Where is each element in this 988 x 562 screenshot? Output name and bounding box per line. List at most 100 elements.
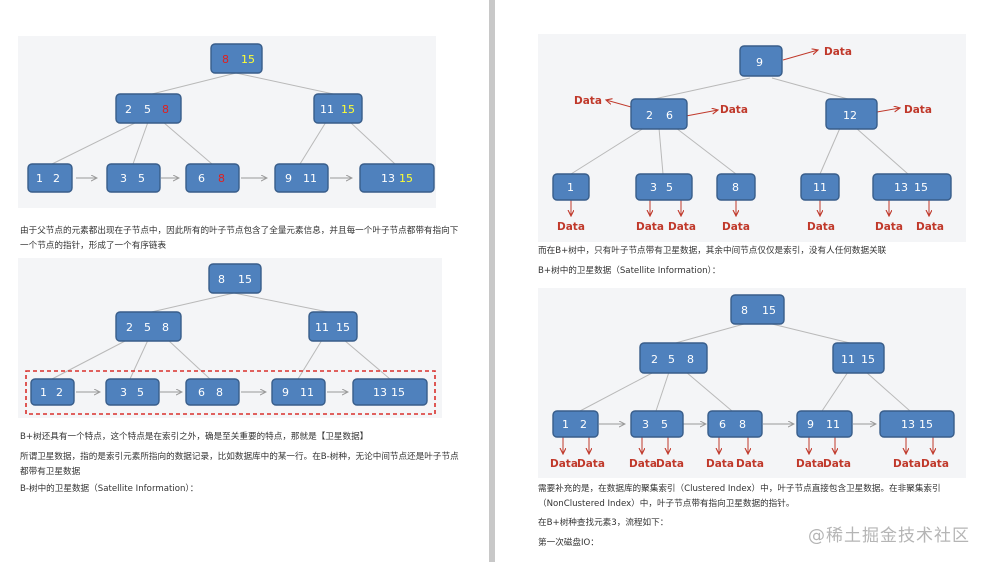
leaf-node-3: 8: [716, 173, 756, 201]
key: 9: [282, 386, 289, 399]
key: 8: [162, 321, 169, 334]
key: 15: [391, 386, 405, 399]
internal-node-left: 2 5 8: [115, 311, 182, 342]
internal-node-right: 12: [825, 98, 878, 130]
paragraph-leaf-linked-list: 由于父节点的元素都出现在子节点中，因此所有的叶子节点包含了全量元素信息，并且每一…: [20, 226, 459, 251]
key: 15: [914, 181, 928, 194]
root-node: 8 15: [730, 294, 785, 325]
figure-2-bplus-tree-leaf-chain: 8 15 2 5 8 11 15 1 2 3 5 6 8: [25, 263, 436, 415]
data-labels: Data Data Data Data Data Data Data Data …: [557, 46, 944, 233]
leaf-node-4: 9 11: [796, 410, 853, 438]
data-label: Data: [875, 221, 903, 233]
key: 6: [198, 172, 205, 185]
key: 11: [300, 386, 314, 399]
key: 15: [399, 172, 413, 185]
key: 2: [56, 386, 63, 399]
data-label: Data: [807, 221, 835, 233]
key: 15: [238, 273, 252, 286]
key: 13: [894, 181, 908, 194]
key: 15: [336, 321, 350, 334]
leaf-node-5: 13 15: [879, 410, 955, 438]
key: 6: [666, 109, 673, 122]
key: 11: [303, 172, 317, 185]
key: 8: [216, 386, 223, 399]
data-label: Data: [916, 221, 944, 233]
key: 2: [646, 109, 653, 122]
key: 8: [732, 181, 739, 194]
leaf-node-1: 1: [552, 173, 590, 201]
data-label: Data: [656, 458, 684, 470]
internal-node-left: 2 6: [630, 98, 688, 130]
column-divider: [489, 0, 495, 562]
key: 3: [120, 172, 127, 185]
paragraph-bplus-leaf-only: 而在B+树中，只有叶子节点带有卫星数据，其余中间节点仅仅是索引，没有人任何数据关…: [538, 246, 887, 256]
key: 8: [739, 418, 746, 431]
key: 2: [580, 418, 587, 431]
data-label: Data: [720, 104, 748, 116]
leaf-node-1: 1 2: [552, 410, 599, 438]
data-label: Data: [557, 221, 585, 233]
data-label: Data: [893, 458, 921, 470]
data-label: Data: [577, 458, 605, 470]
leaf-node-5: 13 15: [352, 378, 428, 406]
key: 12: [843, 109, 857, 122]
key: 9: [756, 56, 763, 69]
key: 15: [762, 304, 776, 317]
key: 9: [285, 172, 292, 185]
leaf-node-4: 9 11: [274, 163, 329, 193]
key: 5: [661, 418, 668, 431]
key: 11: [826, 418, 840, 431]
leaf-node-2: 3 5: [630, 410, 684, 438]
key: 3: [650, 181, 657, 194]
paragraph-satellite-definition: 所谓卫星数据，指的是索引元素所指向的数据记录，比如数据库中的某一行。在B-树种，…: [20, 452, 459, 477]
key: 1: [40, 386, 47, 399]
figure-1-bplus-tree: 8 15 2 5 8 11 15 1 2 3 5 6 8: [27, 43, 435, 193]
tree-edges: [51, 72, 396, 165]
key: 8: [218, 273, 225, 286]
key: 9: [807, 418, 814, 431]
key: 1: [567, 181, 574, 194]
figure-4-bplus-satellite: 8 15 2 5 8 11 15 1 2 3 5 6 8: [550, 294, 955, 470]
key: 1: [562, 418, 569, 431]
key: 8: [687, 353, 694, 366]
internal-node-right: 11 15: [832, 342, 885, 374]
key: 13: [373, 386, 387, 399]
key: 13: [901, 418, 915, 431]
figure-3-btree-satellite: 9 2 6 12 1 3 5 8 11 13: [552, 45, 952, 233]
key: 11: [841, 353, 855, 366]
key: 1: [36, 172, 43, 185]
key: 5: [144, 103, 151, 116]
key: 11: [320, 103, 334, 116]
key: 5: [668, 353, 675, 366]
paragraph-clustered-index: 需要补充的是，在数据库的聚集索引（Clustered Index）中，叶子节点直…: [538, 484, 941, 509]
leaf-node-1: 1 2: [30, 378, 75, 406]
leaf-chain-highlight-box: [25, 370, 436, 415]
key: 6: [719, 418, 726, 431]
data-label: Data: [722, 221, 750, 233]
data-label: Data: [736, 458, 764, 470]
key: 5: [138, 172, 145, 185]
root-key-1: 8: [222, 53, 229, 66]
data-labels: Data Data Data Data Data Data Data Data …: [550, 458, 949, 470]
key: 2: [125, 103, 132, 116]
data-label: Data: [550, 458, 578, 470]
key: 15: [919, 418, 933, 431]
data-label: Data: [629, 458, 657, 470]
key: 3: [642, 418, 649, 431]
data-label: Data: [796, 458, 824, 470]
left-page: 8 15 2 5 8 11 15 1 2 3 5 6 8: [0, 0, 488, 562]
key: 13: [381, 172, 395, 185]
internal-node-left: 2 5 8: [115, 93, 182, 124]
paragraph-bplus-satellite-heading: B+树中的卫星数据（Satellite Information）：: [538, 266, 721, 276]
key: 6: [198, 386, 205, 399]
leaf-node-4: 11: [800, 173, 840, 201]
leaf-node-2: 3 5: [635, 173, 693, 201]
leaf-node-2: 3 5: [106, 163, 161, 193]
key: 15: [341, 103, 355, 116]
key: 3: [120, 386, 127, 399]
key: 5: [144, 321, 151, 334]
site-watermark: @稀土掘金技术社区: [808, 526, 970, 546]
leaf-node-3: 6 8: [185, 163, 240, 193]
internal-node-right: 11 15: [313, 93, 363, 124]
key: 2: [53, 172, 60, 185]
